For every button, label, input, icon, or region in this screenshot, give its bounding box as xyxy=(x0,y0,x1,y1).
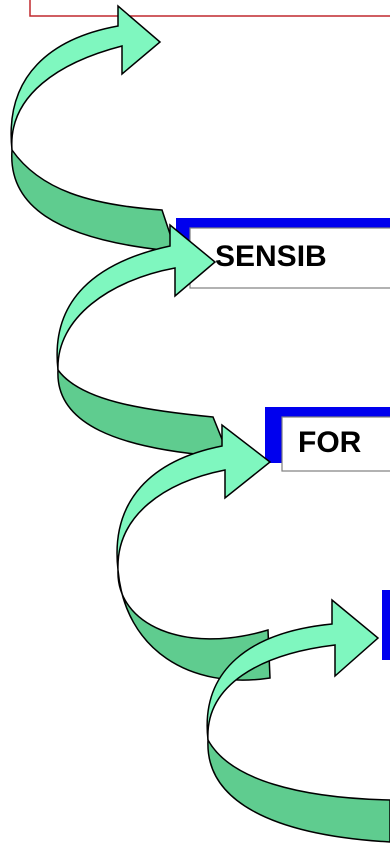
step-box-2 xyxy=(265,407,390,472)
spiral-arrow-4 xyxy=(206,598,390,843)
spiral-arrow-4-front xyxy=(206,598,380,741)
spiral-arrow-2 xyxy=(56,223,234,466)
spiral-arrow-1-back xyxy=(11,147,180,260)
spiral-arrow-3 xyxy=(116,423,272,681)
spiral-arrow-1-front xyxy=(10,4,162,151)
spiral-arrow-3-front xyxy=(116,423,272,571)
step-2-label: FOR xyxy=(298,426,362,459)
step-box-1 xyxy=(176,218,390,289)
spiral-arrow-4-back xyxy=(207,737,390,843)
spiral-arrow-3-back xyxy=(117,569,271,681)
spiral-arrow-1 xyxy=(10,4,180,260)
step-box-3-shadow xyxy=(382,590,390,660)
spiral-arrow-2-front xyxy=(56,223,217,371)
step-box-3 xyxy=(382,590,390,660)
top-box-frame xyxy=(29,0,390,17)
step-box-2-frame xyxy=(281,416,390,472)
step-box-1-frame xyxy=(189,227,390,289)
top-box xyxy=(29,0,390,17)
step-1-label: SENSIB xyxy=(215,240,327,273)
